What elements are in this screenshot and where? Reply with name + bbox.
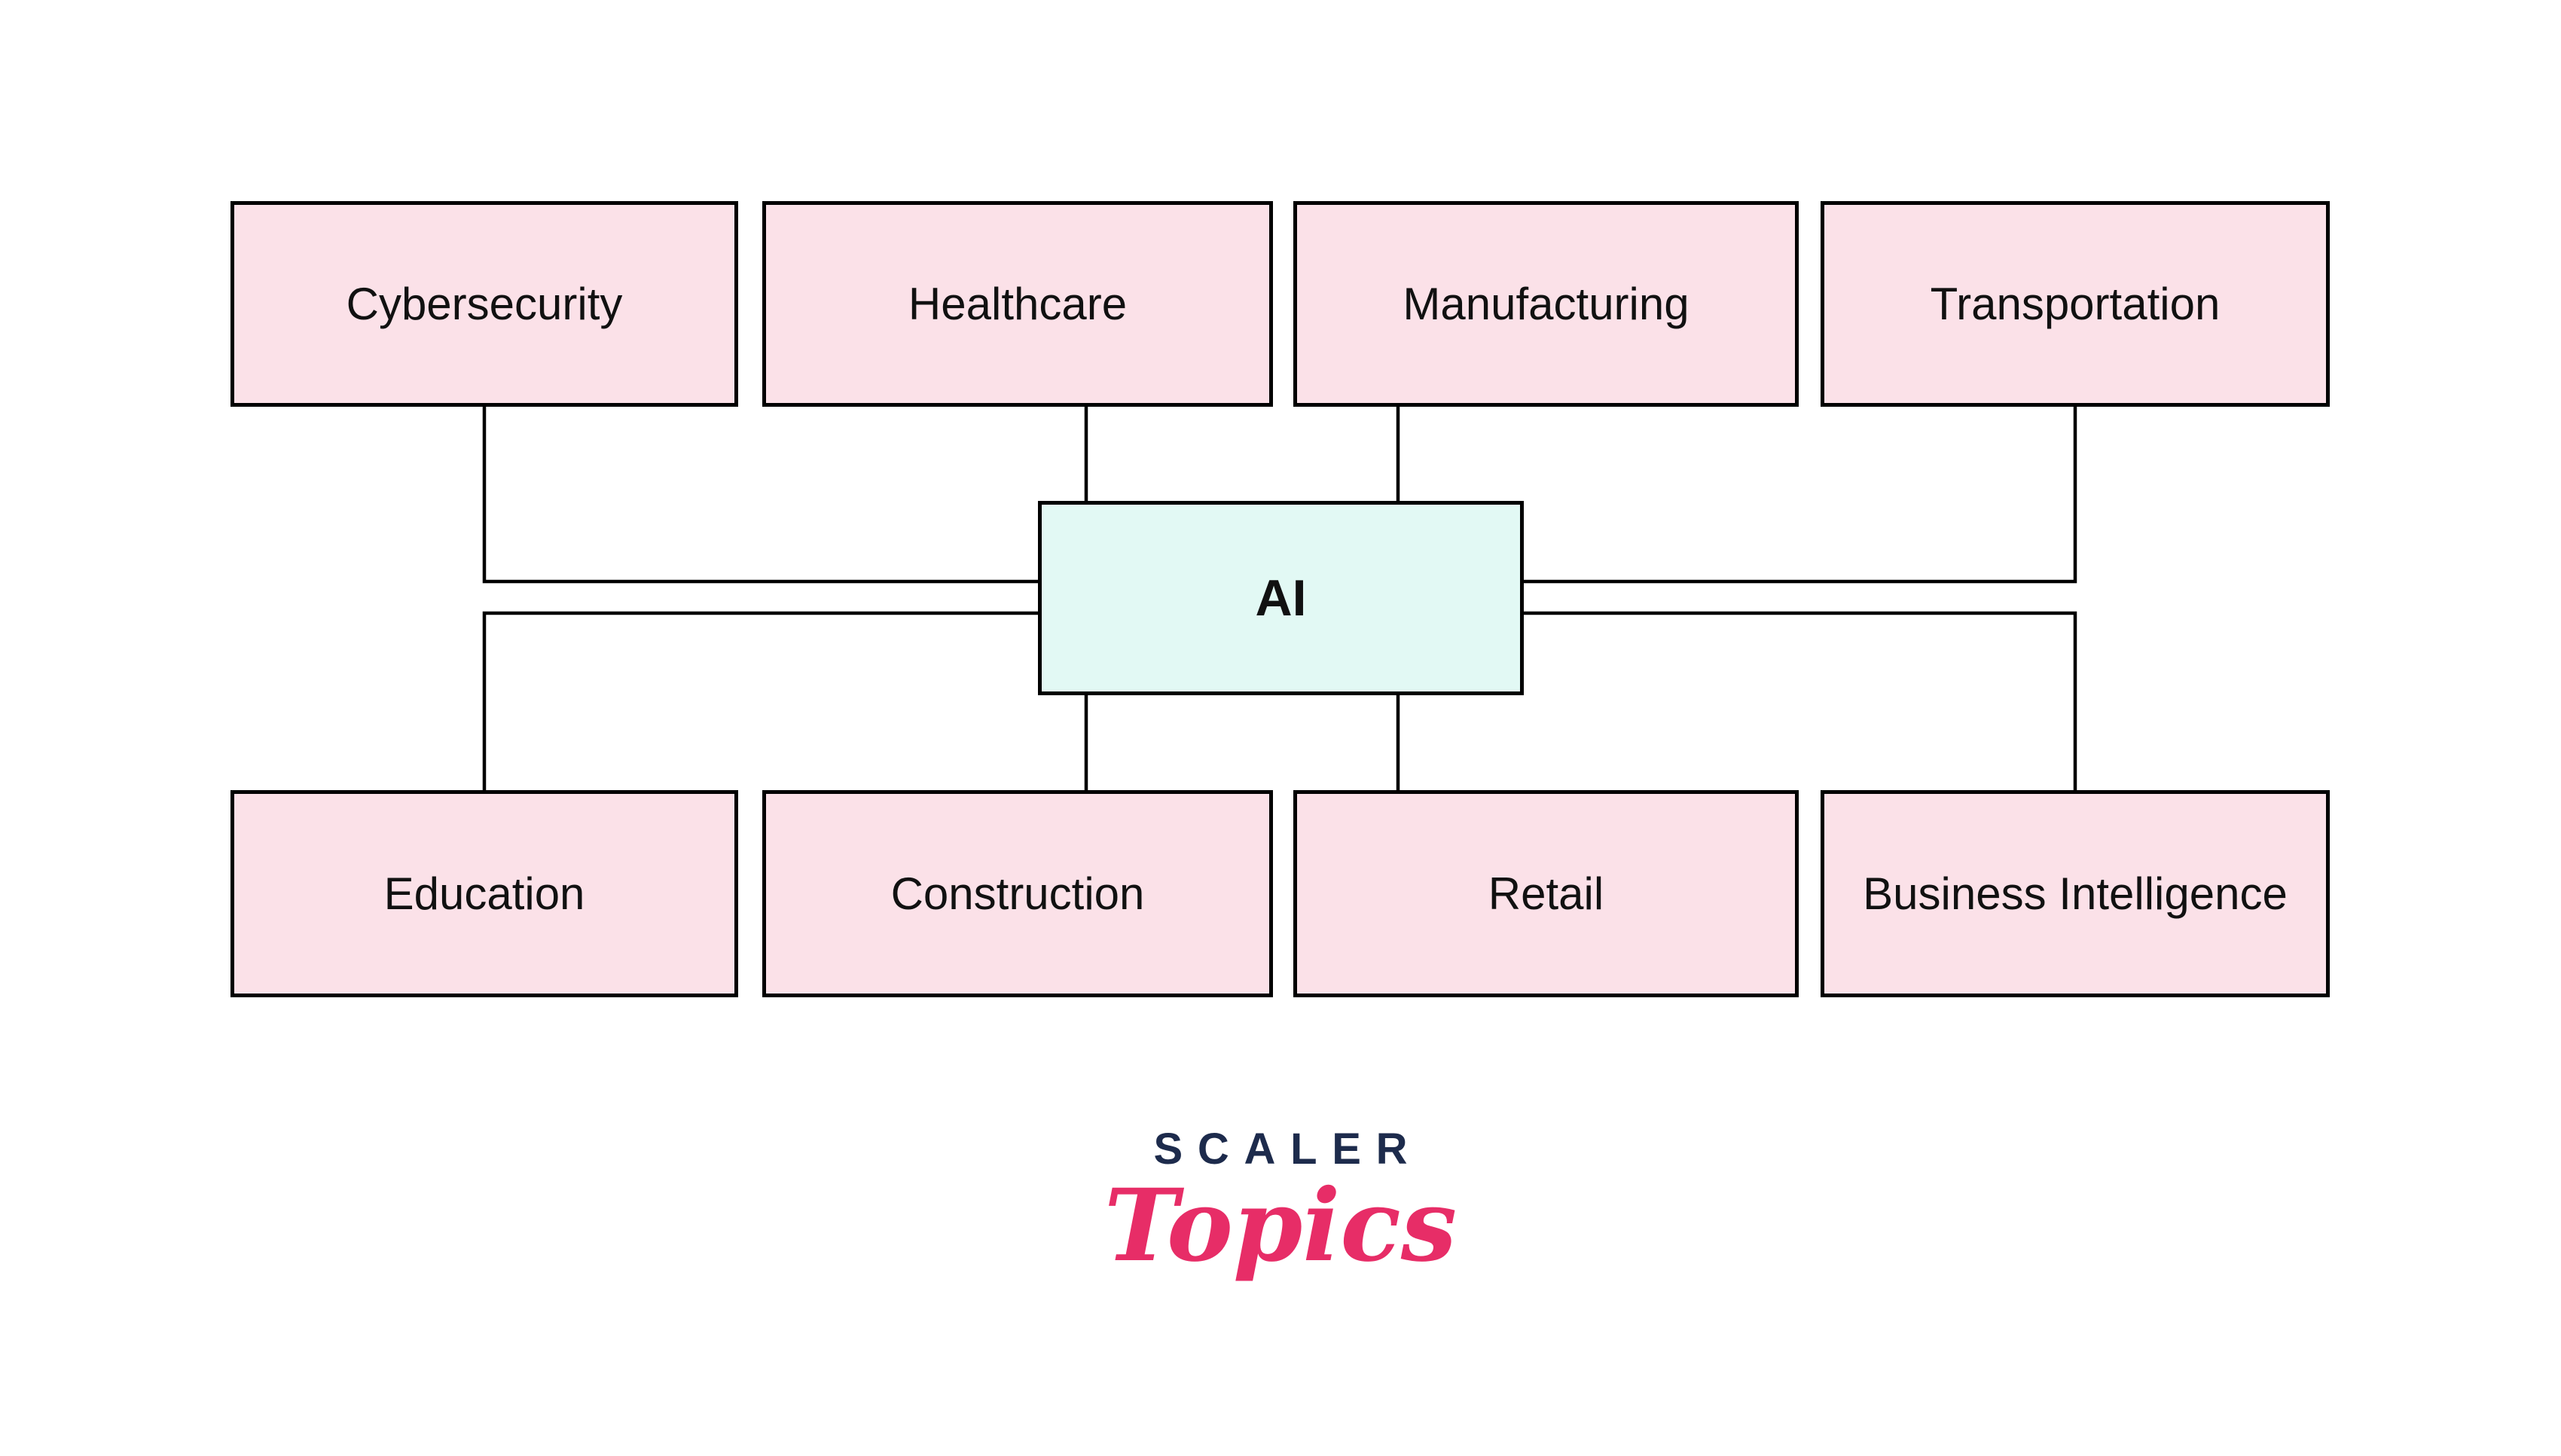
node-label: Manufacturing xyxy=(1403,279,1690,329)
node-manufacturing: Manufacturing xyxy=(1293,201,1799,407)
connector-cybersecurity-to-ai xyxy=(482,404,1040,584)
scaler-topics-logo: SCALER Topics xyxy=(1104,1124,1457,1288)
node-transportation: Transportation xyxy=(1821,201,2330,407)
node-label: AI xyxy=(1255,569,1307,627)
connector-ai-to-education xyxy=(482,611,1040,792)
node-retail: Retail xyxy=(1293,790,1799,997)
node-label: Business Intelligence xyxy=(1863,868,2288,919)
logo-brand-text: SCALER xyxy=(1153,1125,1423,1174)
node-cybersecurity: Cybersecurity xyxy=(230,201,738,407)
node-label: Cybersecurity xyxy=(346,279,623,329)
connector-transportation-to-ai xyxy=(1522,404,2077,584)
node-label: Healthcare xyxy=(908,279,1128,329)
node-label: Transportation xyxy=(1930,279,2221,329)
logo-script-text: Topics xyxy=(1103,1168,1458,1284)
node-education: Education xyxy=(230,790,738,997)
node-business-intelligence: Business Intelligence xyxy=(1821,790,2330,997)
node-healthcare: Healthcare xyxy=(762,201,1273,407)
node-label: Construction xyxy=(890,868,1145,919)
connector-ai-to-business-intelligence xyxy=(1522,611,2077,792)
node-label: Education xyxy=(383,868,585,919)
node-ai: AI xyxy=(1038,501,1524,695)
node-construction: Construction xyxy=(762,790,1273,997)
node-label: Retail xyxy=(1488,868,1604,919)
